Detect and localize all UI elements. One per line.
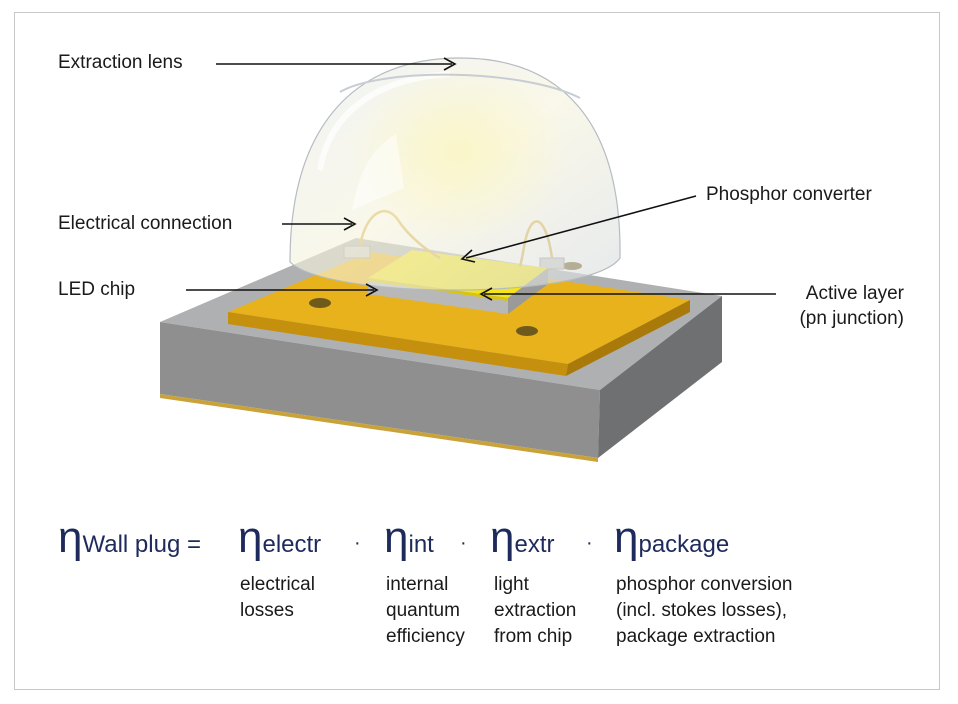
arrowhead-icon (365, 283, 379, 297)
description-package: phosphor conversion (incl. stokes losses… (616, 572, 792, 650)
label-phosphor-converter: Phosphor converter (706, 184, 872, 205)
description-electr: electrical losses (240, 572, 315, 624)
equation-wall-plug: ηWall plug = (58, 516, 201, 560)
subscript-extr: extr (514, 531, 555, 558)
subscript-int: int (408, 531, 434, 558)
description-line: from chip (494, 626, 573, 647)
subscript-package: package (638, 531, 730, 558)
mounting-hole-icon (309, 298, 331, 308)
extraction-lens-dome (289, 57, 621, 291)
description-line: phosphor conversion (616, 574, 793, 595)
description-int: internal quantum efficiency (386, 572, 465, 650)
equation-package: ηpackage (614, 516, 729, 560)
eta-symbol: η (384, 513, 409, 562)
description-line: package extraction (616, 626, 776, 647)
description-line: light (494, 574, 529, 595)
label-active-layer-line1: Active layer (805, 283, 904, 304)
multiply-dot: · (586, 532, 593, 554)
mounting-hole-icon (516, 326, 538, 336)
label-pn-junction: (pn junction) (799, 308, 904, 330)
arrowhead-icon (443, 57, 457, 71)
description-line: internal (386, 574, 449, 595)
subscript-electr: electr (262, 531, 322, 558)
equation-extr: ηextr (490, 516, 555, 560)
label-electrical-connection: Electrical connection (58, 213, 233, 234)
arrowhead-icon (460, 249, 476, 263)
multiply-dot: · (460, 532, 467, 554)
equation-electr: ηelectr (238, 516, 321, 560)
equation-int: ηint (384, 516, 434, 560)
label-active-layer: Active layer (806, 283, 904, 305)
description-line: extraction (494, 600, 577, 621)
eta-symbol: η (58, 513, 83, 562)
figure-frame (14, 12, 940, 690)
eta-symbol: η (238, 513, 263, 562)
arrow-phosphor-converter (465, 195, 697, 259)
description-line: (incl. stokes losses), (616, 600, 788, 621)
annotation-arrows (186, 57, 776, 301)
arrowhead-icon (343, 217, 357, 231)
arrowhead-icon (479, 287, 493, 301)
description-line: electrical (240, 574, 315, 595)
description-line: efficiency (386, 626, 465, 647)
wall-plug-label: Wall plug = (82, 531, 201, 558)
description-line: losses (240, 600, 294, 621)
eta-symbol: η (490, 513, 515, 562)
multiply-dot: · (354, 532, 361, 554)
label-led-chip: LED chip (58, 279, 136, 300)
label-extraction-lens: Extraction lens (58, 52, 183, 73)
description-extr: light extraction from chip (494, 572, 576, 650)
description-line: quantum (386, 600, 460, 621)
label-active-layer-line2: (pn junction) (799, 308, 904, 329)
eta-symbol: η (614, 513, 639, 562)
